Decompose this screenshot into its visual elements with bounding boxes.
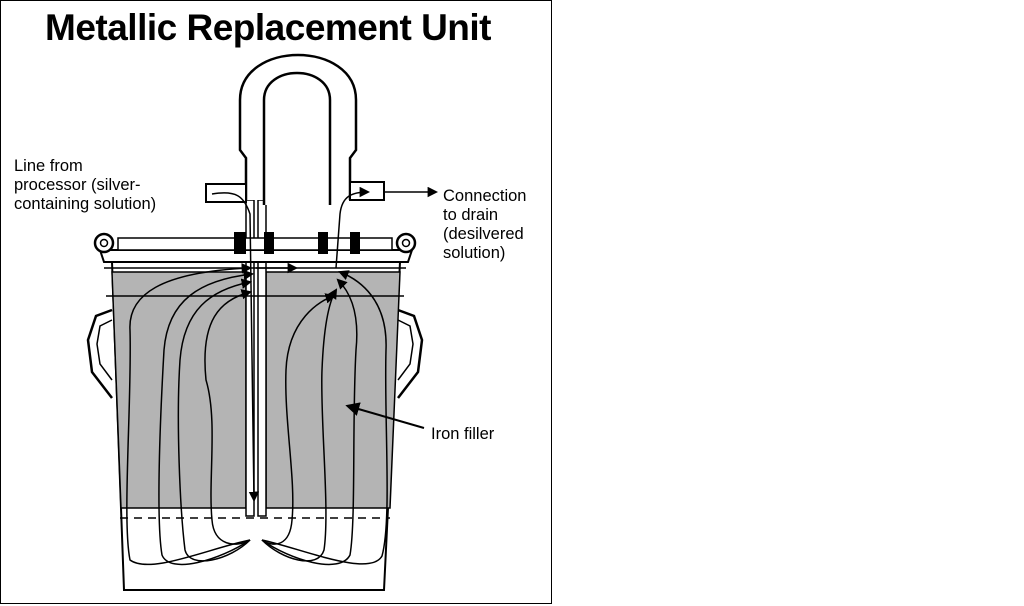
label-connection-line-3: (desilvered — [443, 225, 524, 243]
label-iron-filler: Iron filler — [431, 425, 495, 443]
label-connection-line-2: to drain — [443, 206, 499, 224]
rim-curl-right-inner — [401, 238, 411, 248]
diagram-title: Metallic Replacement Unit — [45, 7, 492, 48]
label-line-from-processor: Line from processor (silver- containing … — [14, 157, 156, 214]
label-connection-line-4: solution) — [443, 244, 506, 262]
fitting-left-inner — [264, 232, 274, 254]
label-connection-to-drain: Connection to drain (desilvered solution… — [443, 187, 526, 263]
right-handle-inner — [397, 319, 414, 381]
flow-right-4 — [261, 293, 337, 545]
label-line-from-line-3: containing solution) — [14, 195, 157, 213]
label-connection-line-1: Connection — [443, 187, 527, 205]
left-handle-inner — [96, 319, 113, 381]
fitting-left-outer — [234, 232, 246, 254]
fitting-right-outer — [350, 232, 360, 254]
left-handle — [86, 308, 113, 399]
metallic-replacement-unit-illustration — [86, 53, 439, 591]
fitting-right-inner — [318, 232, 328, 254]
outlet-stub — [349, 181, 385, 201]
label-line-from-line-2: processor (silver- — [14, 176, 141, 194]
flow-right-2 — [261, 278, 358, 566]
flow-left-1 — [126, 263, 253, 566]
flow-right-3 — [261, 288, 338, 562]
flow-left-4 — [204, 289, 253, 545]
right-handle — [397, 308, 424, 399]
flow-right-1 — [261, 270, 388, 565]
lid-rim — [98, 249, 414, 263]
flow-inlet-down — [211, 192, 260, 503]
flow-outlet-up — [335, 186, 371, 269]
flow-left-2 — [158, 269, 255, 566]
rim-curl-left-inner — [99, 238, 109, 248]
flow-left-3 — [177, 278, 253, 562]
label-line-from-line-1: Line from — [14, 157, 83, 175]
u-pipe-inner — [262, 71, 332, 205]
